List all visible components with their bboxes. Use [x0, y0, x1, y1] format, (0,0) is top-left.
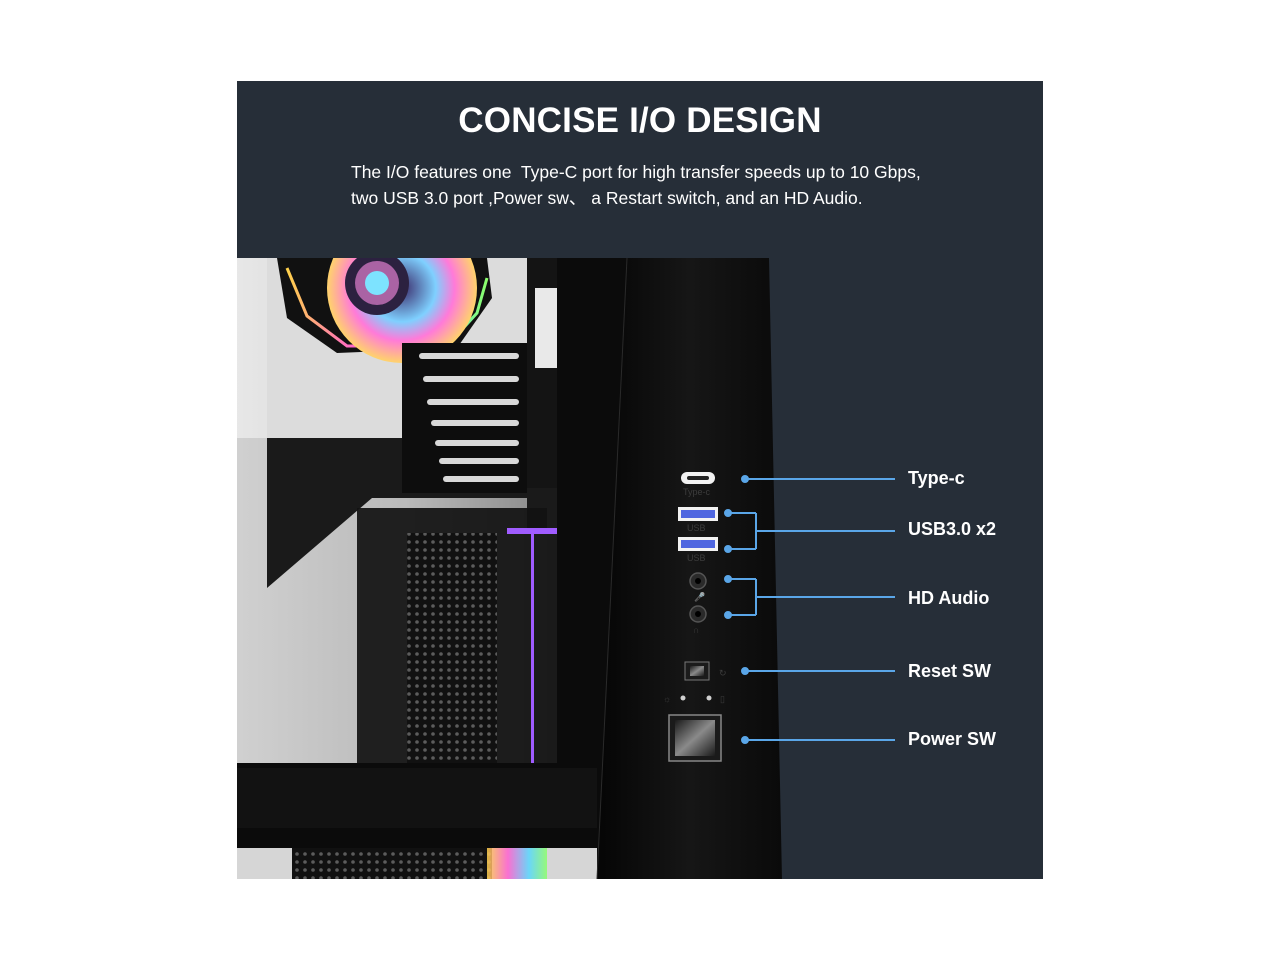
- front-io-panel: [597, 258, 782, 879]
- usb-type-c-port-icon: Type-c: [681, 472, 715, 497]
- power-button: [668, 714, 722, 762]
- bottom-frame: [237, 768, 597, 828]
- callout-lines: [724, 475, 895, 744]
- pci-slots: [402, 343, 527, 493]
- svg-text:∩: ∩: [693, 625, 699, 635]
- feature-description: The I/O features one Type-C port for hig…: [351, 159, 1011, 211]
- callout-reset: Reset SW: [908, 661, 992, 681]
- svg-text:🎤: 🎤: [694, 591, 705, 602]
- usb-a-port-icon: USB: [678, 537, 718, 563]
- psu-mesh: [407, 533, 497, 768]
- hdd-led-icon: ▯: [720, 694, 725, 704]
- reset-switch: ↻: [684, 661, 727, 681]
- type-c-label: Type-c: [683, 487, 711, 497]
- reset-icon: ↻: [719, 668, 727, 678]
- rgb-strip-vertical: [531, 528, 534, 768]
- lower-rgb-strip: [487, 848, 547, 879]
- product-panel: CONCISE I/O DESIGN The I/O features one …: [237, 81, 1043, 879]
- callout-hd-audio: HD Audio: [908, 588, 990, 608]
- description-line-2: two USB 3.0 port ,Power sw、 a Restart sw…: [351, 188, 863, 208]
- callout-power: Power SW: [908, 729, 997, 749]
- usb-label-2: USB: [687, 553, 706, 563]
- microphone-jack-icon: 🎤: [689, 572, 707, 602]
- description-line-1: The I/O features one Type-C port for hig…: [351, 162, 921, 182]
- lower-mesh: [292, 848, 492, 879]
- page-title: CONCISE I/O DESIGN: [458, 101, 822, 140]
- headphone-jack-icon: ∩: [689, 605, 707, 635]
- case-product-photo: Type-c USB USB 🎤 ∩ ↻: [237, 258, 782, 879]
- callout-usb: USB3.0 x2: [908, 519, 997, 539]
- rgb-strip-horizontal: [507, 528, 562, 534]
- power-led-icon: ☼: [663, 694, 671, 704]
- usb-label-1: USB: [687, 523, 706, 533]
- usb-a-port-icon: USB: [678, 507, 718, 533]
- callout-type-c: Type-c: [908, 468, 965, 488]
- status-leds: ☼ ▯: [663, 694, 725, 704]
- rgb-fan: [277, 258, 492, 363]
